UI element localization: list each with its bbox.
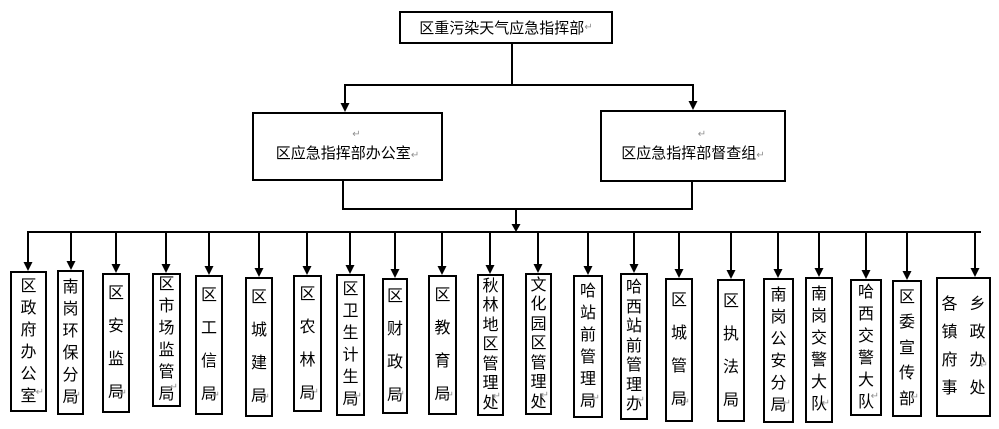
dept-box: 区教育局 ↵ — [428, 275, 457, 415]
dept-box: 区城建局 ↵ — [245, 277, 273, 417]
dept-label: 南岗环保分局 — [62, 278, 79, 406]
command-hq-box: 区重污染天气应急指挥部↵ — [399, 11, 613, 44]
dept-label: 区执法局 — [722, 292, 739, 409]
dept-label: 区城管局 — [670, 292, 687, 408]
paragraph-mark-icon: ↵ — [979, 360, 988, 371]
dept-label: 区委宣传部 — [898, 288, 915, 408]
dept-label: 文化园区管理处 — [530, 276, 547, 411]
level1-arrowheads — [340, 101, 698, 112]
dept-box: 区卫生计生局 ↵ — [336, 274, 365, 416]
paragraph-mark-icon: ↵ — [782, 398, 791, 409]
paragraph-mark-icon: ↵ — [35, 387, 44, 398]
level1-connectors — [344, 44, 694, 104]
dept-box: 区农林局 ↵ — [293, 275, 322, 412]
dept-label: 哈西站前管理办 — [625, 279, 642, 414]
dept-label: 区财政局 — [386, 288, 403, 404]
paragraph-mark-icon: ↵ — [697, 128, 707, 140]
paragraph-mark-icon: ↵ — [352, 129, 361, 140]
dept-box: 区市场监管局 ↵ — [152, 273, 181, 407]
dept-label: 哈西交警大队 — [857, 283, 874, 411]
dept-box: 南岗环保分局 ↵ — [57, 270, 84, 415]
command-hq-label: 区重污染天气应急指挥部 — [419, 20, 585, 37]
dept-label: 各乡镇政府办事处 — [941, 296, 986, 397]
paragraph-mark-icon: ↵ — [353, 391, 362, 402]
dept-box: 哈西站前管理办 ↵ — [620, 273, 648, 420]
dept-box: 各乡镇政府办事处 ↵ — [936, 277, 991, 417]
dept-box: 哈站前管理局 ↵ — [573, 275, 603, 418]
dept-label: 区市场监管局 — [158, 276, 175, 403]
paragraph-mark-icon: ↵ — [910, 392, 919, 403]
level2-arrowheads — [511, 224, 521, 232]
department-arrowheads — [23, 261, 980, 280]
department-drop-lines — [27, 232, 976, 272]
paragraph-mark-icon: ↵ — [118, 388, 127, 399]
dept-label: 区教育局 — [434, 287, 451, 403]
paragraph-mark-icon: ↵ — [72, 390, 81, 401]
supervision-group-line: 区应急指挥部督查组↵ — [621, 142, 764, 163]
level2-connectors — [27, 181, 981, 233]
paragraph-mark-icon: ↵ — [681, 397, 690, 408]
dept-box: 区执法局 — [717, 279, 745, 422]
dept-box: 秋林地区管理处 ↵ — [477, 274, 504, 416]
paragraph-mark-icon: ↵ — [310, 387, 319, 398]
supervision-group-box: ↵ 区应急指挥部督查组↵ — [600, 110, 786, 182]
paragraph-mark-icon: ↵ — [756, 149, 765, 161]
paragraph-mark-icon: ↵ — [636, 395, 645, 406]
paragraph-mark-icon: ↵ — [169, 382, 178, 393]
paragraph-mark-icon: ↵ — [821, 398, 830, 409]
paragraph-mark-icon: ↵ — [261, 392, 270, 403]
emergency-office-line: 区应急指挥部办公室↵ — [276, 142, 419, 163]
paragraph-mark-icon: ↵ — [211, 390, 220, 401]
dept-box: 文化园区管理处 ↵ — [525, 273, 552, 415]
paragraph-mark-icon: ↵ — [410, 150, 420, 161]
paragraph-mark-icon: ↵ — [492, 391, 501, 402]
dept-label: 区安监局 — [107, 285, 124, 401]
dept-box: 区政府办公室 ↵ — [10, 271, 47, 412]
emergency-office-box: ↵ 区应急指挥部办公室↵ — [252, 112, 443, 181]
paragraph-mark-icon: ↵ — [540, 390, 549, 401]
dept-label: 南岗交警大队 — [810, 286, 827, 413]
dept-label: 区城建局 — [250, 289, 267, 405]
paragraph-mark-icon: ↵ — [396, 389, 405, 400]
dept-label: 哈站前管理局 — [579, 282, 596, 410]
dept-box: 区城管局 ↵ — [665, 278, 693, 422]
dept-box: 南岗公安分局 ↵ — [763, 278, 794, 423]
dept-box: 区委宣传部 ↵ — [892, 280, 922, 417]
dept-box: 区工信局 ↵ — [195, 275, 223, 415]
dept-box: 南岗交警大队 ↵ — [805, 277, 833, 423]
dept-box: 区财政局 ↵ — [382, 278, 408, 414]
paragraph-mark-icon: ↵ — [584, 21, 593, 33]
emergency-office-label: 区应急指挥部办公室 — [275, 145, 411, 162]
paragraph-mark-icon: ↵ — [870, 391, 879, 402]
dept-label: 区农林局 — [299, 285, 316, 402]
dept-box: 哈西交警大队 ↵ — [850, 279, 882, 416]
dept-box: 区安监局 ↵ — [102, 273, 130, 413]
dept-label: 区卫生计生局 — [342, 281, 359, 408]
dept-label: 区政府办公室 — [20, 277, 37, 405]
dept-label: 秋林地区管理处 — [482, 277, 499, 412]
supervision-group-label: 区应急指挥部督查组 — [621, 144, 757, 162]
dept-label: 区工信局 — [200, 287, 217, 403]
dept-label: 南岗公安分局 — [770, 286, 787, 414]
paragraph-mark-icon: ↵ — [445, 390, 454, 401]
paragraph-mark-icon: ↵ — [591, 393, 600, 404]
